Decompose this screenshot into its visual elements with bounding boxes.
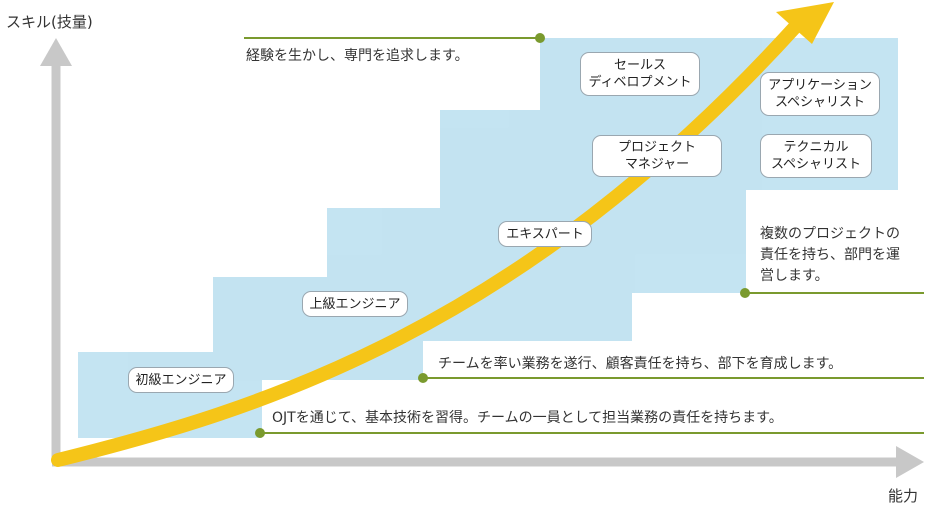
stage-label-manager: プロジェクト マネジャー: [592, 135, 722, 177]
description-manage: 複数のプロジェクトの 責任を持ち、部門を運 営します。: [760, 226, 900, 284]
stage-manager-text: プロジェクト マネジャー: [617, 140, 696, 172]
leader-dot-lead: [418, 373, 428, 383]
x-axis-label: 能力: [888, 487, 919, 505]
stage-label-sales: セールス ディベロプメント: [580, 52, 700, 96]
stage-label-junior: 初級エンジニア: [128, 367, 234, 393]
growth-arrow-head: [776, 2, 834, 44]
stage-label-application: アプリケーション スペシャリスト: [760, 72, 880, 116]
stage-expert-text: エキスパート: [506, 226, 584, 242]
stage-application-text: アプリケーション スペシャリスト: [768, 78, 872, 110]
y-axis-arrowhead: [40, 38, 72, 66]
leader-dot-manage: [740, 288, 750, 298]
description-lead: チームを率い業務を遂行、顧客責任を持ち、部下を育成します。: [438, 356, 843, 372]
leader-lines: [244, 33, 924, 438]
stage-label-senior: 上級エンジニア: [302, 291, 408, 317]
stage-label-expert: エキスパート: [498, 221, 592, 247]
description-specialize: 経験を生かし、専門を追求します。: [246, 48, 469, 64]
stage-technical-text: テクニカル スペシャリスト: [770, 140, 862, 172]
stage-label-technical: テクニカル スペシャリスト: [760, 134, 872, 178]
y-axis-label: スキル(技量): [6, 13, 93, 31]
leader-dot-ojt: [255, 428, 265, 438]
stage-sales-text: セールス ディベロプメント: [588, 58, 692, 90]
stage-senior-text: 上級エンジニア: [309, 296, 401, 312]
description-ojt: OJTを通じて、基本技術を習得。チームの一員として担当業務の責任を持ちます。: [272, 410, 783, 426]
stage-junior-text: 初級エンジニア: [135, 372, 227, 388]
leader-dot-specialize: [535, 33, 545, 43]
axes: [40, 38, 924, 478]
x-axis-arrowhead: [896, 446, 924, 478]
